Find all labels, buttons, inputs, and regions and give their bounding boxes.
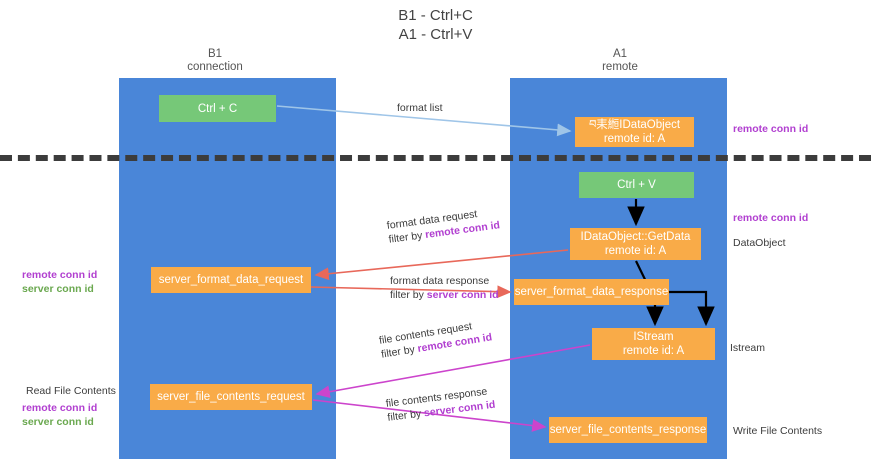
annotation-remote-conn-id-mid: remote conn id [733, 212, 809, 224]
legend-server-conn-id: server conn id [22, 283, 94, 295]
node-istream-line2: remote id: A [622, 345, 685, 357]
node-server-format-data-response-label: server_format_data_response [514, 286, 669, 298]
lane-header-b1-subtitle: connection [187, 61, 243, 73]
lane-header-b1: B1 connection [155, 48, 275, 74]
lane-header-a1-name: A1 [612, 48, 628, 60]
legend-server-conn-id: server conn id [22, 416, 94, 428]
node-server-file-contents-request-label: server_file_contents_request [157, 391, 305, 403]
edge-label-format-data-response: format data response filter by server co… [390, 274, 499, 302]
node-ctrl-v[interactable]: Ctrl + V [579, 172, 694, 198]
node-server-file-contents-response-label: server_file_contents_response [549, 424, 707, 436]
diagram-title: B1 - Ctrl+C A1 - Ctrl+V [0, 6, 871, 44]
node-server-format-data-response[interactable]: server_format_data_response [514, 279, 669, 305]
node-idataobject[interactable]: བ⽾縆IDataObject remote id: A [575, 117, 694, 147]
title-line-2: A1 - Ctrl+V [398, 26, 473, 43]
annotation-read-file-contents: Read File Contents [26, 385, 116, 397]
edge-file-contents-request [315, 344, 591, 399]
edge-label-format-list-line1: format list [397, 102, 443, 114]
highlight-server-conn-id: server conn id [426, 289, 499, 301]
edge-file-contents-response [312, 399, 547, 432]
edge-label-format-list: format list [397, 101, 443, 115]
edge-label-format-data-response-line2: filter by server conn id [390, 289, 499, 301]
node-istream-line1: IStream [633, 331, 674, 343]
lane-header-a1-subtitle: remote [602, 61, 638, 73]
node-server-file-contents-request[interactable]: server_file_contents_request [150, 384, 312, 410]
edge-response-to-istream [669, 290, 715, 327]
node-idataobject-getdata[interactable]: IDataObject::GetData remote id: A [570, 228, 701, 260]
node-ctrl-v-label: Ctrl + V [617, 179, 656, 191]
node-istream[interactable]: IStream remote id: A [592, 328, 715, 360]
annotation-istream: Istream [730, 342, 766, 354]
node-getdata-line1: IDataObject::GetData [580, 231, 691, 243]
edge-format-list [276, 105, 572, 137]
annotation-dataobject: DataObject [733, 237, 786, 249]
node-idataobject-line2: remote id: A [603, 133, 666, 145]
node-server-format-data-request-label: server_format_data_request [158, 274, 304, 286]
edge-format-data-response [310, 285, 512, 299]
node-server-file-contents-response[interactable]: server_file_contents_response [549, 417, 707, 443]
annotation-remote-conn-id-top: remote conn id [733, 123, 809, 135]
edge-label-format-data-response-line1: format data response [390, 275, 490, 287]
node-ctrl-c-label: Ctrl + C [197, 102, 238, 115]
annotation-write-file-contents: Write File Contents [733, 425, 823, 437]
legend-conn-id-bottom: remote conn id server conn id [22, 401, 97, 429]
section-divider [0, 155, 871, 161]
node-server-format-data-request[interactable]: server_format_data_request [151, 267, 311, 293]
node-idataobject-line1: བ⽾縆IDataObject [588, 119, 681, 131]
lane-header-b1-name: B1 [207, 48, 223, 60]
legend-conn-id-mid: remote conn id server conn id [22, 268, 97, 296]
title-line-1: B1 - Ctrl+C [398, 7, 473, 24]
node-ctrl-c[interactable]: Ctrl + C [159, 95, 276, 122]
legend-remote-conn-id: remote conn id [22, 269, 98, 281]
legend-remote-conn-id: remote conn id [22, 402, 98, 414]
lane-header-a1: A1 remote [560, 48, 680, 74]
node-getdata-line2: remote id: A [604, 245, 667, 257]
edge-format-data-request [314, 249, 569, 281]
